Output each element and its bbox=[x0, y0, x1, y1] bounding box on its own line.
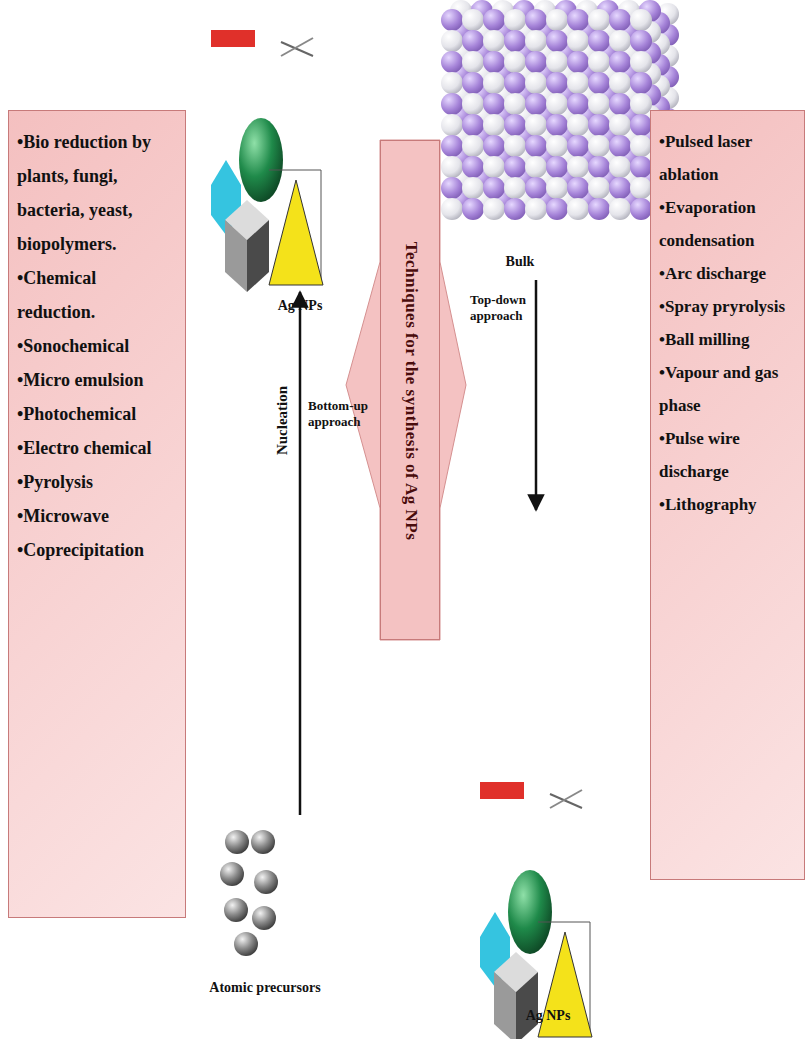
method-item: •Evaporation condensation bbox=[659, 191, 796, 257]
title-band: Techniques for the synthesis of Ag NPs bbox=[380, 140, 440, 640]
axis-label: Nucleation bbox=[274, 385, 291, 454]
atomic-precursors bbox=[220, 830, 278, 956]
nanoparticle-shapes bbox=[480, 782, 592, 1039]
shape-caption: Ag NPs bbox=[526, 1008, 571, 1024]
band-title: Techniques for the synthesis of Ag NPs bbox=[401, 242, 421, 541]
method-item: •Pulse wire discharge bbox=[659, 422, 796, 488]
method-item: •Micro emulsion bbox=[17, 363, 177, 397]
group-caption: Bulk bbox=[506, 254, 535, 270]
top-down-arrow bbox=[535, 280, 538, 510]
method-item: •Pulsed laser ablation bbox=[659, 125, 796, 191]
group-caption: Atomic precursors bbox=[209, 980, 320, 996]
shape-caption: Ag NPs bbox=[278, 298, 323, 314]
method-item: •Bio reduction by plants, fungi, bacteri… bbox=[17, 125, 177, 261]
bulk-lattice bbox=[441, 0, 679, 220]
bottom-up-arrow bbox=[299, 292, 302, 815]
center-arrow bbox=[346, 140, 466, 640]
nanoparticle-shapes bbox=[211, 30, 323, 292]
method-item: •Microwave bbox=[17, 499, 177, 533]
method-item: •Chemical reduction. bbox=[17, 261, 177, 329]
approach-label: Top-down approach bbox=[470, 292, 530, 324]
method-item: •Electro chemical bbox=[17, 431, 177, 465]
method-item: •Arc discharge bbox=[659, 257, 796, 290]
method-item: •Vapour and gas phase bbox=[659, 356, 796, 422]
method-list-box: •Bio reduction by plants, fungi, bacteri… bbox=[8, 110, 186, 918]
method-item: •Ball milling bbox=[659, 323, 796, 356]
method-item: •Coprecipitation bbox=[17, 533, 177, 567]
method-item: •Photochemical bbox=[17, 397, 177, 431]
approach-label: Bottom-up approach bbox=[308, 398, 370, 430]
method-item: •Lithography bbox=[659, 488, 796, 521]
method-item: •Spray pryrolysis bbox=[659, 290, 796, 323]
method-item: •Sonochemical bbox=[17, 329, 177, 363]
method-list-box: •Pulsed laser ablation•Evaporation conde… bbox=[650, 110, 805, 880]
method-item: •Pyrolysis bbox=[17, 465, 177, 499]
